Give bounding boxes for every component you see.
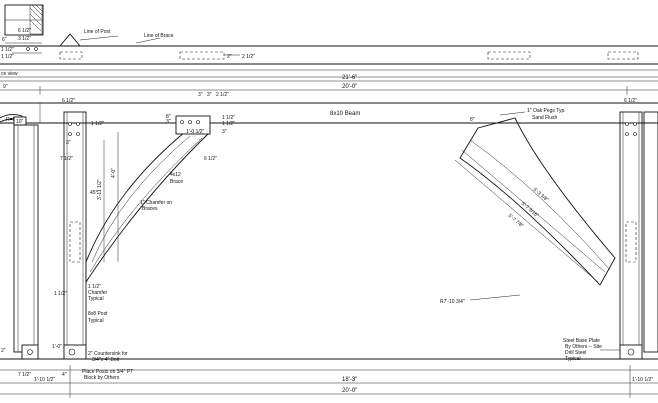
label-sand-flush: Sand Flush: [532, 115, 558, 121]
label-oak-pegs: 1" Oak Pegs Typ.: [527, 108, 566, 114]
dim-6-1-2-right: 6 1/2": [624, 98, 637, 104]
label-steel-3: Drill Steel: [565, 350, 586, 356]
dim-1-10-1-2-left: 1'-10 1/2": [34, 377, 55, 383]
label-line-of-post: Line of Post: [84, 29, 111, 35]
dim-3-c: 3": [207, 92, 212, 98]
label-chamfer-post-3: Typical: [88, 296, 104, 302]
dim-3-b: 3": [198, 92, 203, 98]
dim-2: 2": [227, 54, 232, 60]
far-left-post: 2" 7 1/2" 4": [1, 124, 67, 378]
dim-7-1-2-base: 7 1/2": [18, 372, 31, 378]
dim-3-a: 3": [66, 140, 71, 146]
right-brace: 5'-3 3/8" 5'-7 3/16" 5'-7 7/8" 8" R7'-10…: [440, 117, 616, 305]
dim-18-3: 18'-3": [342, 377, 357, 383]
dim-8-side: 8": [166, 114, 171, 120]
label-brace-size: 4x12: [170, 172, 181, 178]
dim-4-base: 4": [62, 372, 67, 378]
left-brace: 3" 3" 2 1/2" 1 1/2" 1 1/2" 3" 3" 1'-0 1/…: [85, 92, 235, 284]
dim-2-base: 2": [1, 348, 6, 354]
label-place-posts-1: Place Posts on 3/4" PT: [82, 369, 133, 375]
label-chamfer-post-2: Chamfer: [88, 290, 108, 296]
dim-3-11-1-2: 3'-11 1/2": [97, 179, 103, 200]
label-place-posts-2: Block by Others: [84, 375, 120, 381]
dim-6-1-2-brace: 6 1/2": [204, 156, 217, 162]
dim-2-1-2-post: 2 1/2": [216, 92, 229, 98]
overall-dimensions-top: 21'-6" 20'-0" 9": [0, 75, 658, 95]
dim-6-1-2-top: 6 1/2": [18, 28, 31, 34]
right-post: Steel Base Plate By Others -- Site Drill…: [563, 111, 658, 362]
dim-1-0-1-2: 1'-0 1/2": [186, 129, 205, 135]
label-brace-word: Brace: [170, 179, 183, 185]
dim-8-brace: 8": [470, 117, 475, 123]
dim-1-1-2-c: 1 1/2": [54, 291, 67, 297]
dim-9: 9": [3, 84, 8, 90]
dim-7-1-2: 7 1/2": [60, 156, 73, 162]
dim-4-0: 4'-0": [111, 168, 117, 178]
dim-6-1-2-left: 6 1/2": [62, 98, 75, 104]
dim-1-1-2-d: 1 1/2": [222, 115, 235, 121]
dim-5-3-3-8: 5'-3 3/8": [532, 187, 550, 204]
beam-plan-view: Line of Post Line of Brace 2" 2 1/2": [0, 29, 658, 65]
dim-5-7-3-16: 5'-7 3/16": [520, 201, 540, 219]
label-beam: 8x10 Beam: [330, 111, 360, 117]
overall-dimensions-bottom: 1'-10 1/2" 1'-10 1/2" 18'-3" 20'-0": [0, 365, 658, 398]
dim-2-1-2: 2 1/2": [242, 54, 255, 60]
label-steel-1: Steel Base Plate: [563, 338, 600, 344]
dim-3-1-2: 3 1/2": [18, 36, 31, 42]
label-line-of-brace: Line of Brace: [144, 33, 174, 39]
label-chamfer-braces-2: Braces: [142, 206, 158, 212]
label-chamfer-braces-1: 1" Chamfer on: [140, 200, 172, 206]
left-post: 1 1/2" 3" 7 1/2" 1 1/2" 1 1/2" Chamfer T…: [54, 111, 133, 381]
dim-1-1-2-e: 1 1/2": [222, 121, 235, 127]
label-post-size-2: Typical: [88, 318, 104, 324]
dim-20-0-top: 20'-0": [342, 84, 357, 90]
dim-1-1-2-b: 1 1/2": [1, 54, 14, 60]
dim-6: 6": [2, 37, 7, 43]
dim-3-d: 3": [222, 129, 227, 135]
dim-1-1-2-a: 1 1/2": [1, 47, 14, 53]
label-rise: R=6": [6, 117, 17, 123]
dim-radius: R7'-10 3/4": [440, 299, 465, 305]
label-counterbore-2: 3/4"x 4" Bolt: [92, 357, 120, 363]
label-section-view: ce view: [1, 71, 18, 77]
beam-elevation: 8x10 Beam 6 1/2" 6 1/2" 1" Oak Pegs Typ.…: [0, 98, 658, 124]
dim-10: 10": [16, 119, 24, 125]
dim-1-0-post: 1'-0": [52, 344, 62, 350]
dim-45: 45°: [90, 190, 98, 196]
dim-3-e: 3": [166, 119, 171, 125]
dim-20-0-bottom: 20'-0": [342, 388, 357, 394]
dim-1-10-1-2-right: 1'-10 1/2": [632, 377, 653, 383]
dim-5-7-7-8: 5'-7 7/8": [507, 213, 525, 230]
label-post-size-1: 8x8 Post: [88, 311, 108, 317]
label-chamfer-post-1: 1 1/2": [88, 284, 101, 290]
label-steel-2: By Others -- Site: [565, 344, 602, 350]
label-counterbore-1: 2" Countersink for: [88, 351, 128, 357]
dim-21-6: 21'-6": [342, 75, 357, 81]
dim-1-1-2-post: 1 1/2": [91, 121, 104, 127]
beam-section-detail: 6 1/2" 3 1/2" 6" 1 1/2" 1 1/2": [1, 4, 44, 60]
